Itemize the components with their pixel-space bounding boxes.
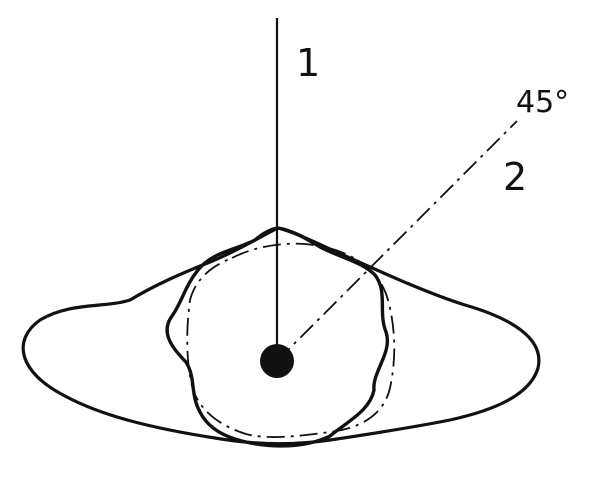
axis-2-line-45deg	[276, 120, 518, 362]
label-angle-45: 45°	[516, 85, 569, 120]
outer-profile-outline	[21, 226, 541, 446]
inner-wavy-profile	[165, 226, 390, 448]
center-point	[260, 344, 294, 378]
label-axis-2: 2	[503, 155, 527, 199]
label-axis-1: 1	[296, 41, 320, 85]
dashdot-circle-profile	[186, 242, 396, 438]
